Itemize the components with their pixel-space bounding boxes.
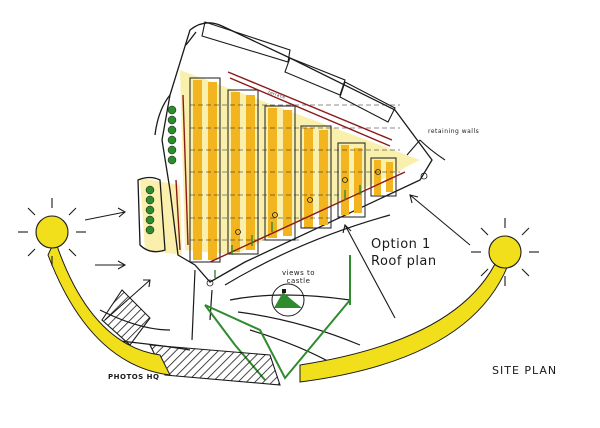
sun-right-icon bbox=[471, 218, 539, 286]
photos-hq-label: PHOTOS HQ bbox=[108, 373, 160, 381]
photos-hq-building bbox=[101, 289, 281, 386]
roof-plan bbox=[189, 77, 400, 263]
adjacent-buildings bbox=[201, 21, 396, 123]
roof-stripes bbox=[193, 80, 393, 260]
option-label: Option 1 Roof plan bbox=[371, 236, 437, 270]
tree-row bbox=[145, 105, 177, 235]
option-title: Option 1 bbox=[371, 237, 431, 252]
site-plan-label: SITE PLAN bbox=[492, 364, 558, 377]
castle-view-icon bbox=[271, 283, 305, 317]
sun-path bbox=[47, 238, 509, 383]
column-markers bbox=[206, 169, 428, 287]
retaining-walls-label: retaining walls bbox=[428, 128, 480, 135]
sun-left-icon bbox=[18, 198, 86, 266]
planting-strokes bbox=[214, 185, 361, 278]
direction-arrows bbox=[84, 139, 471, 321]
views-line: views to bbox=[282, 269, 316, 277]
views-to-castle-label: views to castle bbox=[282, 269, 315, 285]
roof-plan-label: Roof plan bbox=[371, 254, 437, 269]
castle-line: castle bbox=[286, 277, 311, 285]
retaining-walls bbox=[175, 71, 406, 263]
